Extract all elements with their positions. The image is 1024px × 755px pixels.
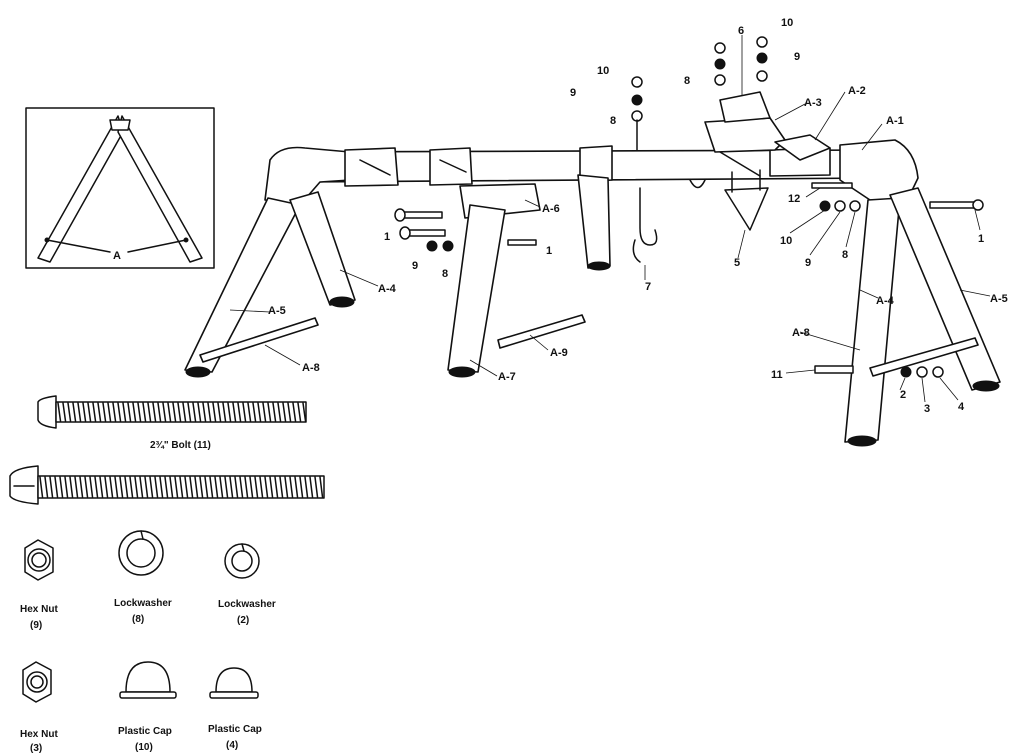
label-8-top: 8 (610, 115, 616, 127)
label-12: 12 (788, 193, 800, 205)
label-a3: A-3 (804, 97, 822, 109)
label-a1: A-1 (886, 115, 904, 127)
plastic-cap-4-num: (4) (226, 740, 238, 751)
swing-hanger (724, 187, 769, 231)
label-10-right: 10 (780, 235, 792, 247)
bolt-long-icon (9, 465, 325, 505)
brace-a8-left (199, 317, 319, 363)
label-1-right: 1 (978, 233, 984, 245)
plastic-cap-small-icon (209, 667, 259, 699)
label-5: 5 (734, 257, 740, 269)
plastic-cap-4-name: Plastic Cap (208, 724, 262, 735)
s-hook (639, 187, 658, 246)
glider-bracket-a3 (704, 117, 786, 153)
label-8-right: 8 (842, 249, 848, 261)
lockwasher-2-num: (2) (237, 615, 249, 626)
label-a4-left: A-4 (378, 283, 397, 295)
hex-nut-3-num: (3) (30, 743, 42, 754)
label-9-left: 9 (412, 260, 418, 272)
hex-nut-9-name: Hex Nut (20, 604, 58, 615)
hex-nut-3-name: Hex Nut (20, 729, 58, 740)
hex-nut-icon (24, 539, 54, 581)
label-a4-right: A-4 (876, 295, 895, 307)
label-6: 6 (738, 25, 744, 37)
hardware-legend: 2¾" Bolt (11) Hex Nut (9) Lockwasher (8) (9, 395, 325, 754)
inset-frame-detail: A (25, 107, 215, 269)
label-a5-left: A-5 (268, 305, 286, 317)
frame-assembly (184, 36, 1001, 447)
label-a2: A-2 (848, 85, 866, 97)
lockwasher-8-name: Lockwasher (114, 598, 172, 609)
label-1-left-b: 1 (546, 245, 552, 257)
inset-border (25, 107, 215, 269)
lockwasher-8-num: (8) (132, 614, 144, 625)
plastic-cap-10-num: (10) (135, 742, 153, 753)
label-9-right: 9 (805, 257, 811, 269)
hex-nut-small-icon (22, 661, 52, 703)
label-a8-right: A-8 (792, 327, 810, 339)
plastic-cap-large-icon (119, 661, 177, 699)
leg-a4-right (844, 197, 901, 443)
label-a7: A-7 (498, 371, 516, 383)
hex-nut-9-num: (9) (30, 620, 42, 631)
label-4: 4 (958, 401, 965, 413)
label-a5-right: A-5 (990, 293, 1008, 305)
callouts (229, 35, 991, 403)
label-10-top: 10 (597, 65, 609, 77)
leg-center-rear (577, 174, 611, 269)
assembly-bolts (394, 36, 984, 378)
callout-labels: A-1 A-2 A-3 A-4 A-4 A-5 A-5 A-6 A-7 A-8 … (268, 17, 1008, 415)
label-9-top: 9 (570, 87, 576, 99)
clamp-a2 (774, 134, 831, 161)
plastic-cap-10-name: Plastic Cap (118, 726, 172, 737)
brace-a8-right (869, 337, 979, 377)
left-end-bracket (264, 146, 351, 206)
label-2: 2 (900, 389, 906, 401)
leg-a5-left (184, 197, 301, 373)
lockwasher-2-name: Lockwasher (218, 599, 276, 610)
label-9-topright: 9 (794, 51, 800, 63)
label-3: 3 (924, 403, 930, 415)
label-a9: A-9 (550, 347, 568, 359)
label-a6: A-6 (542, 203, 560, 215)
label-8-left: 8 (442, 268, 448, 280)
label-11: 11 (771, 369, 783, 381)
leg-a4-left (289, 191, 356, 306)
label-1-left-a: 1 (384, 231, 390, 243)
lockwasher-small-icon (224, 543, 260, 579)
lockwasher-large-icon (118, 530, 164, 576)
brace-a9 (497, 314, 586, 349)
leg-a7 (447, 204, 506, 373)
label-a8-left: A-8 (302, 362, 320, 374)
label-8-mid: 8 (684, 75, 690, 87)
inset-label: A (113, 250, 121, 262)
bolt-caption: 2¾" Bolt (11) (150, 440, 211, 451)
label-7: 7 (645, 281, 651, 293)
bolt-short-icon (37, 395, 307, 429)
label-10-topright: 10 (781, 17, 793, 29)
